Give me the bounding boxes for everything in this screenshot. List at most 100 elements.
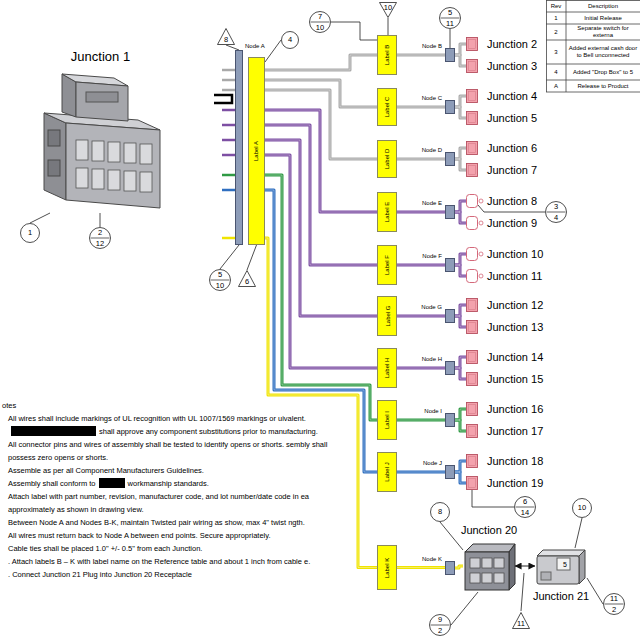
callout-number: 10 bbox=[572, 498, 592, 518]
wire-pair-gap bbox=[455, 409, 466, 420]
twisted-pair-wire bbox=[397, 315, 445, 318]
callout-number: 8 bbox=[430, 502, 450, 522]
connector-body bbox=[467, 351, 478, 364]
note-line: . Connect Junction 21 Plug into Junction… bbox=[2, 568, 352, 581]
connector-ridge bbox=[469, 166, 476, 175]
callout-number: 511 bbox=[439, 7, 461, 29]
node-name: Node E bbox=[422, 200, 442, 206]
table-cell: Added external cash door to Bell unconne… bbox=[566, 40, 640, 64]
junction-connector: Junction 9 bbox=[466, 216, 478, 230]
wire-pair-gap bbox=[397, 567, 445, 568]
node-block: Node I bbox=[445, 413, 455, 427]
node-block: Node J bbox=[445, 465, 455, 479]
wire-pair-gap bbox=[397, 316, 445, 317]
callout-divider bbox=[441, 18, 460, 19]
wire-pair-gap bbox=[397, 107, 445, 108]
node-outline bbox=[466, 59, 478, 73]
note-text: All connector pins and wires of assembly… bbox=[8, 440, 327, 462]
label-name: Label A bbox=[254, 141, 260, 161]
node-block: Node C bbox=[445, 100, 455, 114]
connector-tip bbox=[479, 199, 483, 203]
plug-top bbox=[537, 550, 585, 556]
junction-name: Junction 19 bbox=[487, 477, 543, 490]
callout-circle bbox=[90, 228, 111, 249]
connector-ridge bbox=[469, 405, 476, 414]
twisted-pair-wire bbox=[455, 461, 466, 472]
connector-ridge bbox=[469, 114, 476, 123]
triangle-outline bbox=[218, 29, 235, 45]
note-line: All wires must return back to Node A bet… bbox=[2, 529, 352, 542]
node-outline bbox=[466, 454, 478, 468]
housing-front bbox=[66, 123, 160, 208]
node-outline bbox=[466, 320, 478, 334]
callout-number: 14 bbox=[521, 509, 529, 517]
cavity bbox=[76, 140, 88, 160]
junction-name: Junction 7 bbox=[487, 164, 537, 177]
junction-connector: Junction 5 bbox=[466, 111, 478, 125]
label-name: Label H bbox=[384, 358, 390, 379]
junction-name: Junction 8 bbox=[487, 195, 537, 208]
cavity bbox=[494, 573, 504, 583]
pin-cavity bbox=[557, 558, 570, 570]
connector-body bbox=[467, 38, 478, 51]
callout-number: 10 bbox=[316, 24, 324, 32]
wire-stub bbox=[222, 189, 235, 192]
table-rule bbox=[546, 92, 640, 93]
connector-body bbox=[467, 164, 478, 177]
note-text: Attach label with part number, revision,… bbox=[8, 492, 309, 514]
note-text: Assembly shall conform to bbox=[8, 479, 96, 488]
wire-pair-gap bbox=[455, 159, 466, 170]
callout-number: 12 bbox=[96, 240, 104, 248]
note-text: All wires shall include markings of UL r… bbox=[8, 414, 306, 423]
callout-number: 9 bbox=[438, 616, 442, 624]
label-name: Label D bbox=[384, 149, 390, 170]
node-block: Node F bbox=[445, 258, 455, 272]
triangle-outline bbox=[513, 613, 530, 629]
callout-circle bbox=[604, 594, 625, 615]
junction-connector: Junction 12 bbox=[466, 298, 478, 312]
wire-label: Label B bbox=[377, 35, 397, 75]
cavity bbox=[76, 168, 88, 188]
wire-stub bbox=[222, 139, 235, 142]
table-rule bbox=[546, 40, 640, 41]
node-name: Node A bbox=[245, 43, 265, 49]
note-line: Assemble as per all Component Manufactur… bbox=[2, 464, 352, 477]
callout-number: 10 bbox=[578, 504, 586, 512]
twisted-pair-wire bbox=[397, 566, 445, 569]
callout-number: 2 bbox=[98, 229, 102, 237]
junction-name: Junction 12 bbox=[487, 299, 543, 312]
twisted-pair-wire bbox=[455, 107, 466, 118]
node-block: Node K bbox=[445, 561, 455, 575]
revision-triangle: 10 bbox=[379, 2, 397, 18]
cavity bbox=[140, 144, 152, 164]
cavity bbox=[470, 573, 480, 583]
wire-pair-gap bbox=[455, 357, 466, 368]
callout-circle bbox=[431, 503, 450, 522]
callout-divider bbox=[605, 604, 624, 605]
twisted-pair-wire bbox=[455, 316, 466, 327]
node-outline bbox=[466, 37, 478, 51]
twisted-pair-wire bbox=[455, 368, 466, 379]
cavity bbox=[124, 143, 136, 163]
redaction-bar bbox=[99, 478, 125, 488]
note-text: otes bbox=[2, 401, 16, 410]
node-block: Node B bbox=[445, 48, 455, 62]
callout-circle bbox=[282, 32, 299, 49]
connector-body bbox=[467, 112, 478, 125]
junction-name: Junction 13 bbox=[487, 321, 543, 334]
junction-connector: Junction 2 bbox=[466, 37, 478, 51]
junction-21-plug bbox=[537, 550, 585, 584]
junction-connector: Junction 6 bbox=[466, 141, 478, 155]
callout-number: 1 bbox=[28, 229, 32, 237]
wire-pair-gap bbox=[455, 368, 466, 379]
connector-body bbox=[467, 90, 478, 103]
connector-name: Junction 21 bbox=[533, 590, 589, 603]
table-text: 2 bbox=[554, 29, 557, 36]
node-bar: Node A bbox=[235, 50, 243, 245]
note-line: Attach label with part number, revision,… bbox=[2, 490, 352, 516]
node-outline bbox=[466, 298, 478, 312]
node-outline bbox=[466, 402, 478, 416]
junction-name: Junction 9 bbox=[487, 217, 537, 230]
junction-connector: Junction 11 bbox=[466, 269, 478, 283]
wire-stub bbox=[222, 89, 235, 92]
